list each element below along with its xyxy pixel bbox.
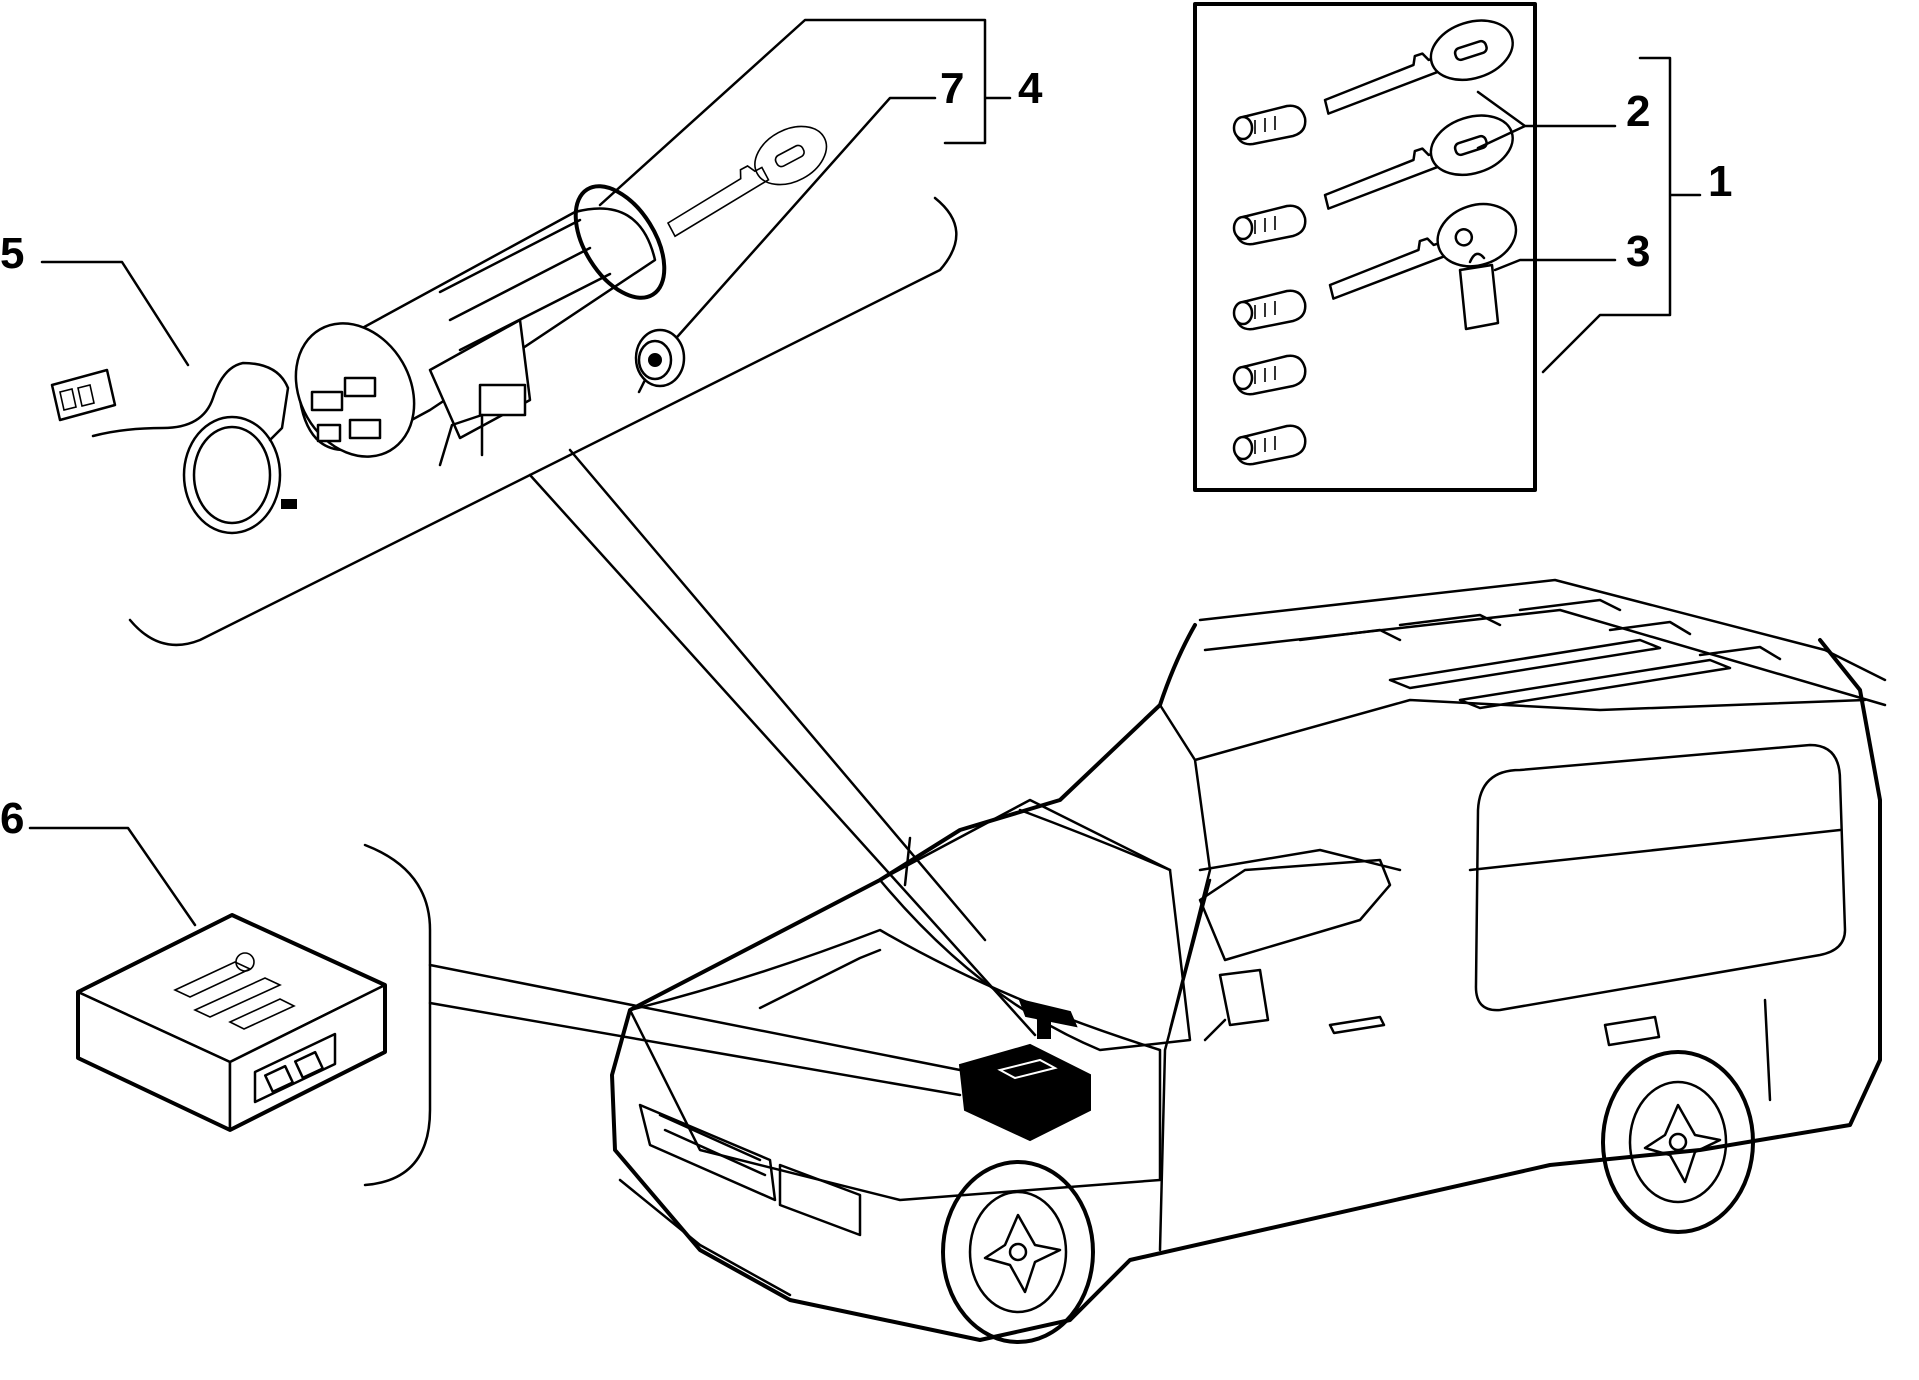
rear-wheel-icon — [1601, 1050, 1755, 1234]
control-module-group — [28, 826, 432, 1187]
ignition-location-marker — [1018, 998, 1078, 1039]
ignition-switch-group — [40, 18, 1012, 647]
lock-cylinder-icon — [1232, 424, 1307, 466]
pointer-module — [428, 963, 962, 1097]
callout-4: 4 — [1018, 64, 1043, 113]
callout-2: 2 — [1626, 87, 1650, 136]
lock-cylinders — [1232, 104, 1307, 466]
key-set-frame — [1193, 2, 1537, 492]
lock-cylinder-icon — [1232, 104, 1307, 146]
ignition-lock-icon — [294, 184, 667, 467]
key-tag — [1458, 252, 1500, 331]
leader-3 — [1493, 258, 1617, 272]
bracket-1 — [1541, 56, 1702, 374]
leader-5 — [40, 260, 190, 367]
lock-plug-icon — [634, 328, 686, 394]
lock-cylinder-icon — [1232, 204, 1307, 246]
key-icon — [1328, 202, 1518, 300]
key-icon — [1323, 114, 1514, 210]
group-enclosure — [128, 196, 958, 647]
leader-6 — [28, 826, 197, 927]
leader-7 — [668, 96, 937, 347]
key-icon — [1323, 19, 1514, 115]
callout-1: 1 — [1708, 157, 1732, 206]
module-location-marker — [958, 1043, 1091, 1142]
front-wheel-icon — [941, 1160, 1095, 1344]
callout-5: 5 — [0, 229, 24, 278]
group-enclosure-2 — [363, 843, 432, 1187]
pointer-ignition — [528, 448, 1037, 1037]
callout-7: 7 — [940, 64, 964, 113]
control-unit-icon — [76, 913, 387, 1132]
key-icon — [666, 125, 828, 238]
lock-cylinder-icon — [1232, 289, 1307, 331]
callout-6: 6 — [0, 794, 24, 843]
callout-3: 3 — [1626, 227, 1650, 276]
bracket-4 — [598, 18, 1012, 207]
lock-cylinder-icon — [1232, 354, 1307, 396]
leader-2 — [1476, 90, 1617, 150]
key-set-group — [1193, 2, 1617, 492]
van-icon — [610, 578, 1887, 1344]
antenna-ring-icon — [40, 260, 297, 535]
